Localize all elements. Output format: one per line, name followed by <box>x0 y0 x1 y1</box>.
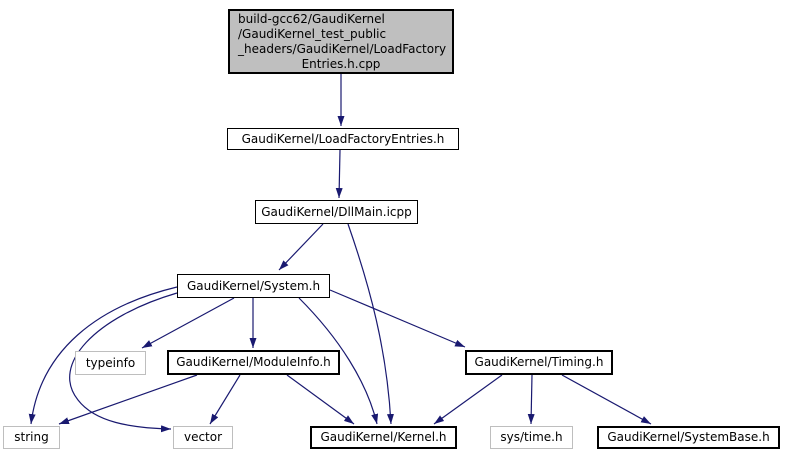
node-typeinfo: typeinfo <box>75 351 146 375</box>
node-main-cpp: build-gcc62/GaudiKernel/GaudiKernel_test… <box>228 9 454 74</box>
edge-dll-main-icpp-to-kernel-h <box>347 223 394 425</box>
node-label: GaudiKernel/ModuleInfo.h <box>176 355 331 370</box>
node-label: GaudiKernel/Timing.h <box>474 355 604 370</box>
node-vector: vector <box>173 426 233 449</box>
node-label-line: build-gcc62/GaudiKernel <box>238 11 385 26</box>
node-label-line: _headers/GaudiKernel/LoadFactory <box>238 41 447 56</box>
node-label: GaudiKernel/SystemBase.h <box>607 430 770 445</box>
node-label: GaudiKernel/System.h <box>186 278 321 293</box>
node-label: typeinfo <box>85 355 136 370</box>
node-system-h[interactable]: GaudiKernel/System.h <box>177 274 330 298</box>
node-kernel-h[interactable]: GaudiKernel/Kernel.h <box>310 426 457 449</box>
edge-load-factory-entries-h-to-dll-main-icpp <box>335 149 343 199</box>
edge-dll-main-icpp-to-system-h <box>278 223 324 271</box>
node-label-line: Entries.h.cpp <box>301 56 381 71</box>
node-label: vector <box>183 430 223 445</box>
edge-module-info-h-to-vector <box>209 374 241 425</box>
node-timing-h[interactable]: GaudiKernel/Timing.h <box>465 350 613 375</box>
node-system-base-h[interactable]: GaudiKernel/SystemBase.h <box>597 426 780 449</box>
edge-module-info-h-to-string <box>58 374 198 425</box>
edge-system-h-to-kernel-h <box>298 297 379 425</box>
edge-timing-h-to-system-base-h <box>561 374 652 425</box>
edges-group <box>28 74 652 433</box>
node-load-factory-entries-h[interactable]: GaudiKernel/LoadFactoryEntries.h <box>227 128 459 150</box>
node-sys-time-h: sys/time.h <box>490 426 573 449</box>
node-module-info-h[interactable]: GaudiKernel/ModuleInfo.h <box>167 350 340 375</box>
edge-timing-h-to-kernel-h <box>433 374 503 425</box>
edge-system-h-to-string <box>28 286 178 425</box>
node-label: GaudiKernel/LoadFactoryEntries.h <box>241 131 445 146</box>
node-label-line: /GaudiKernel_test_public <box>238 26 387 41</box>
node-dll-main-icpp[interactable]: GaudiKernel/DllMain.icpp <box>255 200 418 224</box>
node-label: GaudiKernel/DllMain.icpp <box>261 204 412 219</box>
edge-system-h-to-vector <box>69 292 178 433</box>
edge-module-info-h-to-kernel-h <box>286 374 355 425</box>
node-label: GaudiKernel/Kernel.h <box>320 430 447 445</box>
edge-timing-h-to-sys-time-h <box>527 374 535 425</box>
edge-system-h-to-typeinfo <box>141 297 235 349</box>
node-label: sys/time.h <box>500 430 563 445</box>
node-label: string <box>14 430 49 445</box>
node-string: string <box>3 426 60 449</box>
edge-system-h-to-timing-h <box>329 289 466 348</box>
